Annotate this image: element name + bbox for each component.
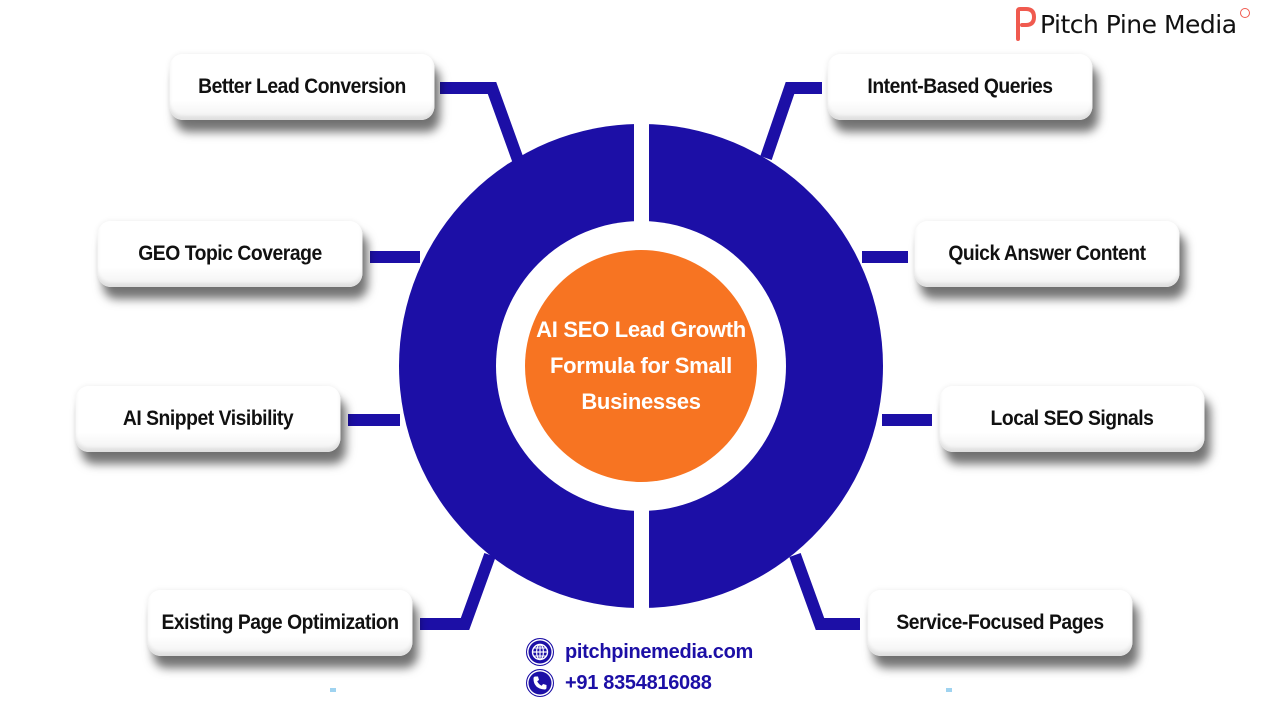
center-circle: [525, 250, 757, 482]
phone-number[interactable]: +91 8354816088: [565, 671, 712, 694]
decorative-mark: [946, 688, 952, 692]
card-intent-based-queries: Intent-Based Queries: [827, 54, 1093, 120]
card-geo-topic-coverage: GEO Topic Coverage: [97, 221, 363, 287]
center-title: AI SEO Lead Growth Formula for Small Bus…: [536, 317, 746, 414]
connector-lines: [348, 82, 932, 630]
card-label: Local SEO Signals: [990, 407, 1154, 430]
card-local-seo-signals: Local SEO Signals: [939, 386, 1205, 452]
card-existing-page-optimization: Existing Page Optimization: [147, 590, 413, 656]
card-better-lead-conversion: Better Lead Conversion: [169, 54, 435, 120]
brand-logo: Pitch Pine Media: [1014, 4, 1251, 44]
card-label: AI Snippet Visibility: [122, 407, 294, 430]
trademark-icon: [1239, 8, 1250, 18]
card-label: Intent-Based Queries: [867, 75, 1053, 98]
phone-contact[interactable]: +91 8354816088: [526, 669, 712, 697]
p-pin-logo-icon: [1016, 7, 1036, 41]
phone-icon: [526, 669, 554, 697]
website-link[interactable]: pitchpinemedia.com: [565, 640, 753, 663]
card-quick-answer-content: Quick Answer Content: [914, 221, 1180, 287]
website-contact[interactable]: pitchpinemedia.com: [526, 638, 753, 666]
globe-icon: [526, 638, 554, 666]
card-label: Quick Answer Content: [948, 242, 1146, 265]
brand-name: Pitch Pine Media: [1040, 9, 1237, 39]
card-label: Existing Page Optimization: [161, 611, 399, 634]
card-ai-snippet-visibility: AI Snippet Visibility: [75, 386, 341, 452]
card-label: Service-Focused Pages: [896, 611, 1104, 634]
card-service-focused-pages: Service-Focused Pages: [867, 590, 1133, 656]
card-label: GEO Topic Coverage: [138, 242, 322, 265]
decorative-mark: [330, 688, 336, 692]
card-label: Better Lead Conversion: [198, 75, 406, 98]
